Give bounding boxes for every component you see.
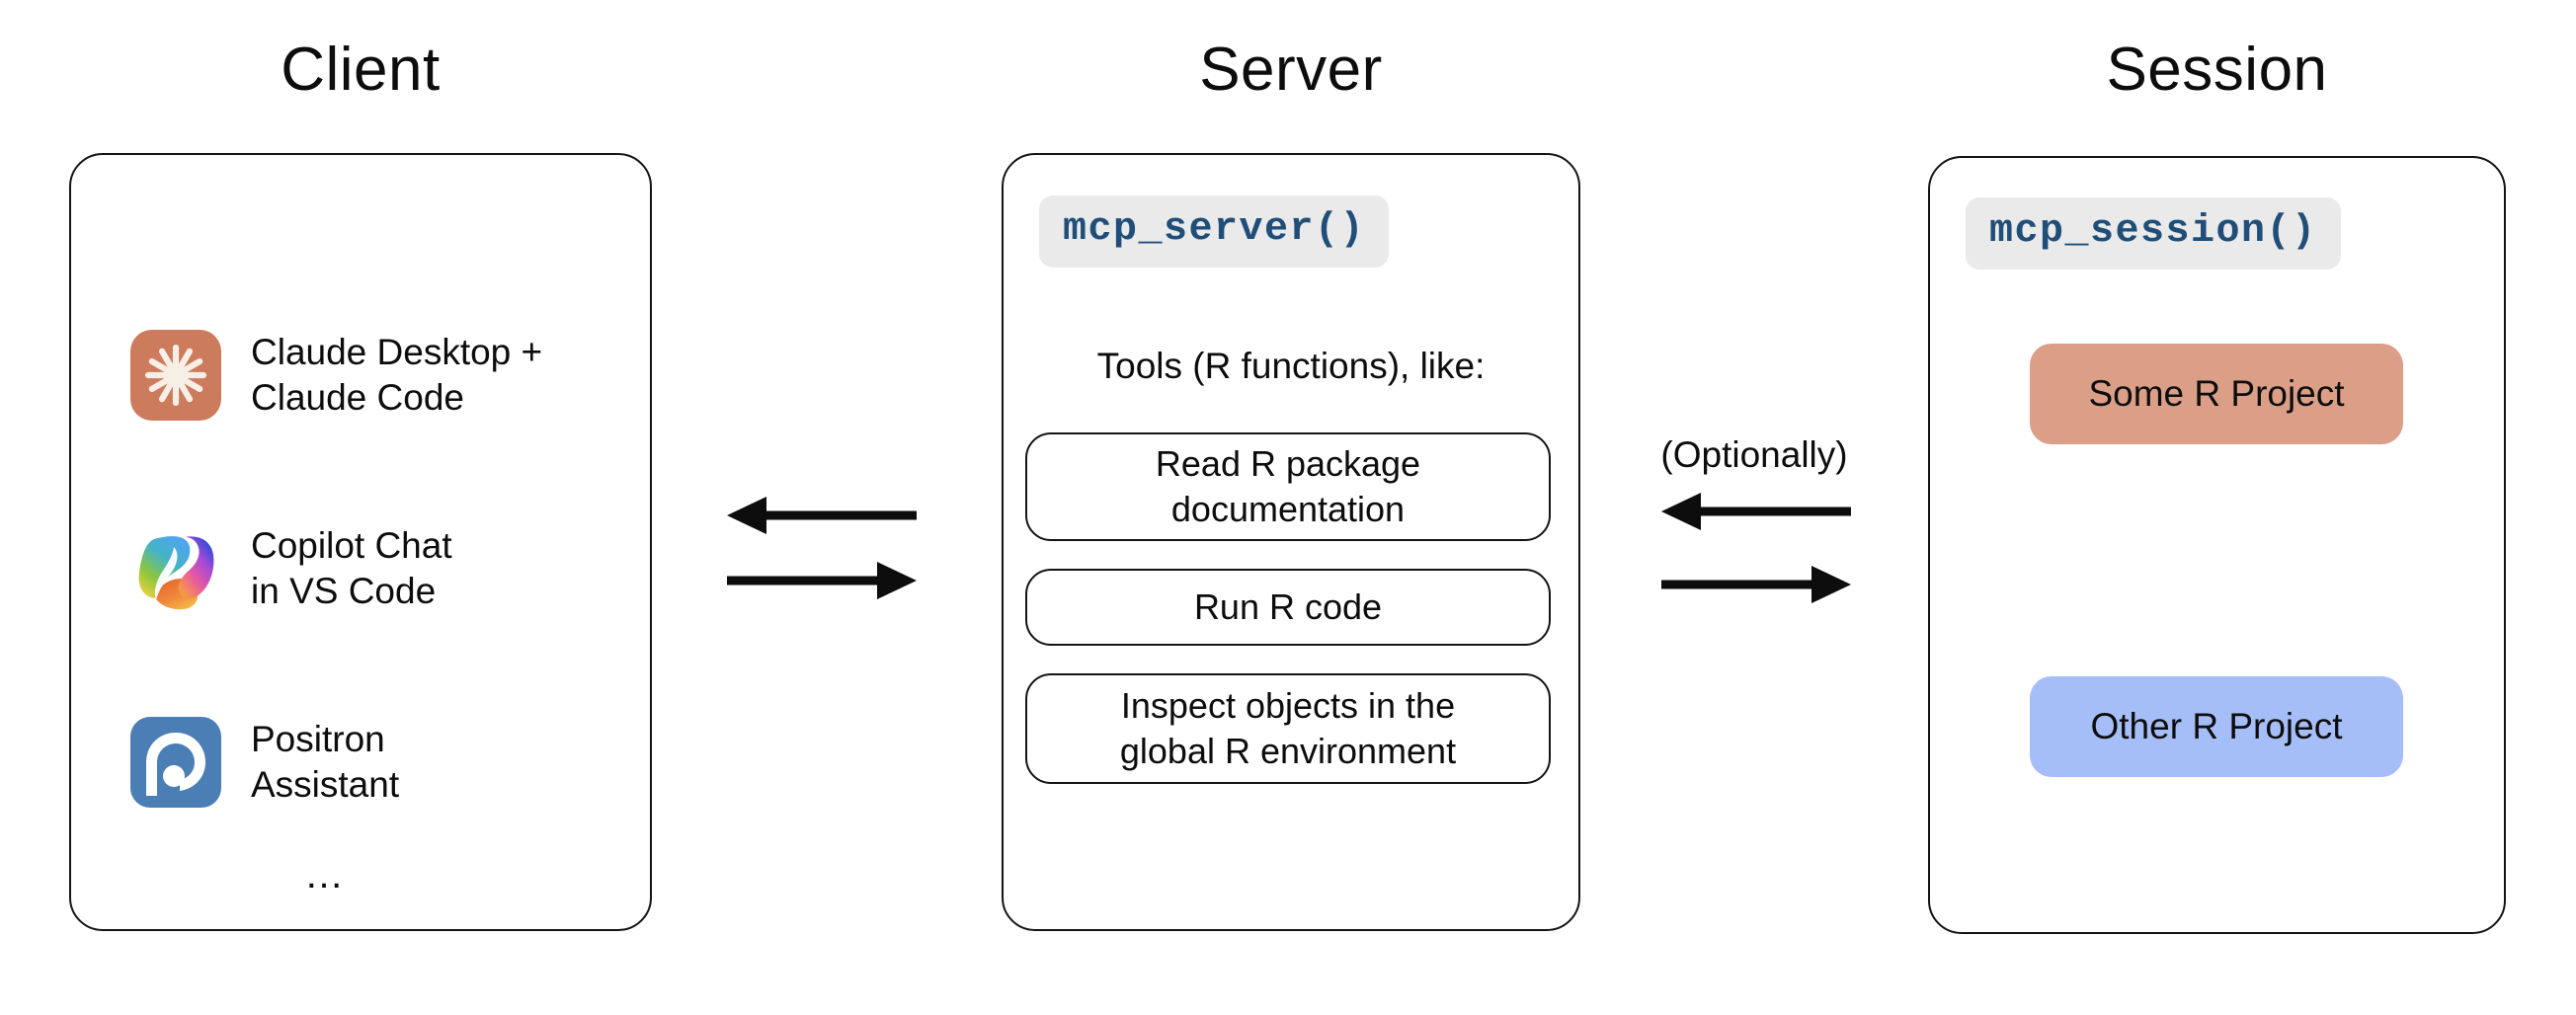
client-item-positron[interactable]: Positron Assistant (130, 717, 399, 808)
mcp-server-code-chip: mcp_server() (1039, 195, 1390, 268)
client-more-ellipsis: … (304, 853, 347, 897)
tool-box-read-docs[interactable]: Read R package documentation (1025, 432, 1551, 541)
arrow-right-to-session (1661, 566, 1851, 603)
copilot-icon (130, 523, 221, 614)
tool-box-run-code[interactable]: Run R code (1025, 569, 1551, 646)
claude-icon (130, 330, 221, 421)
client-item-claude[interactable]: Claude Desktop + Claude Code (130, 330, 542, 421)
session-panel (1928, 156, 2506, 934)
column-title-server: Server (1199, 36, 1383, 104)
mcp-session-code-chip: mcp_session() (1966, 197, 2341, 270)
column-title-session: Session (2106, 36, 2328, 104)
server-panel (1002, 153, 1580, 931)
optionally-label: (Optionally) (1660, 434, 1848, 475)
project-box-other-r-project[interactable]: Other R Project (2030, 676, 2403, 777)
column-title-client: Client (281, 36, 441, 104)
client-item-label: Claude Desktop + Claude Code (251, 332, 543, 418)
positron-icon (130, 717, 221, 808)
arrow-left-to-client (727, 497, 917, 534)
tool-box-inspect-objects[interactable]: Inspect objects in the global R environm… (1025, 673, 1551, 784)
client-item-label: Positron Assistant (251, 719, 400, 805)
tools-caption: Tools (R functions), like: (1096, 346, 1486, 386)
client-server-arrows (727, 497, 917, 599)
client-item-copilot[interactable]: Copilot Chat in VS Code (130, 523, 452, 614)
project-box-some-r-project[interactable]: Some R Project (2030, 344, 2403, 444)
server-session-arrows (1661, 493, 1851, 603)
arrow-left-to-server (1661, 493, 1851, 530)
client-item-label: Copilot Chat in VS Code (251, 525, 452, 611)
arrow-right-to-server (727, 562, 917, 599)
